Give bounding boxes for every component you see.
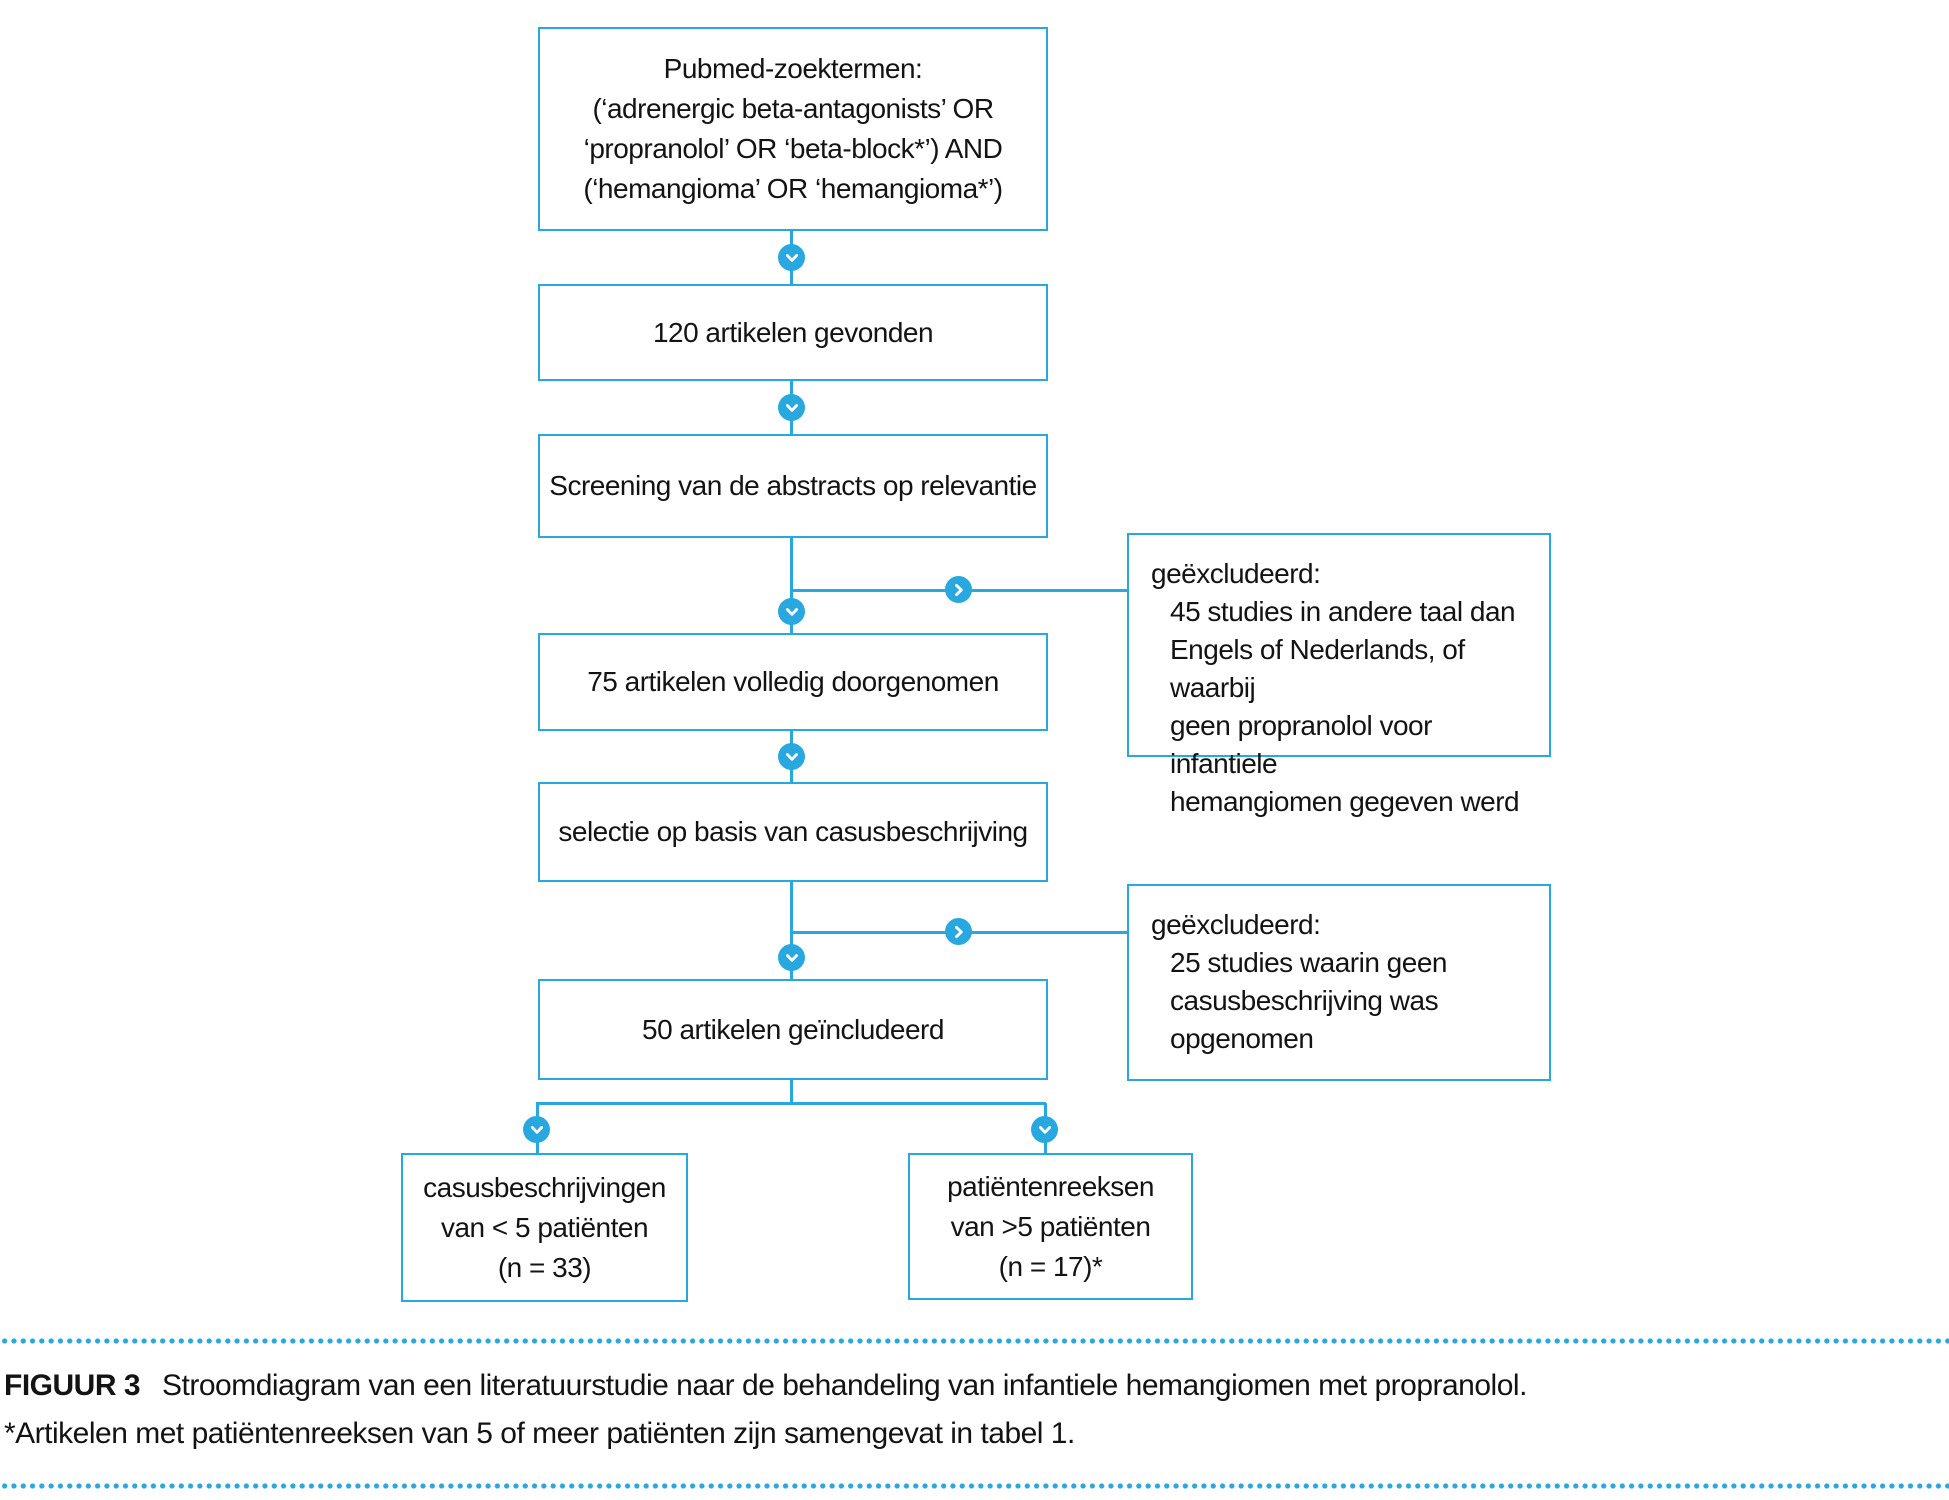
- figure-label: FIGUUR 3: [4, 1369, 141, 1402]
- connector-screening-to-fulltext: [790, 538, 793, 633]
- excluded-line: geen propranolol voor infantiele: [1170, 710, 1432, 779]
- chevron-down-icon: [778, 244, 805, 271]
- flow-box-label: 120 artikelen gevonden: [652, 316, 934, 348]
- chevron-down-icon: [778, 394, 805, 421]
- dotted-rule-bottom: [0, 1483, 1949, 1489]
- chevron-right-icon: [945, 576, 972, 603]
- flow-box-articles-included: 50 artikelen geïncludeerd: [538, 979, 1048, 1080]
- flow-box-line: van >5 patiënten: [950, 1210, 1151, 1242]
- excluded-line: 25 studies waarin geen: [1170, 947, 1447, 978]
- flow-box-label: Screening van de abstracts op relevantie: [549, 470, 1037, 501]
- chevron-down-icon: [523, 1116, 550, 1143]
- figure-caption: FIGUUR 3 Stroomdiagram van een literatuur…: [4, 1368, 1527, 1404]
- figure-footnote: *Artikelen met patiëntenreeksen van 5 of…: [4, 1416, 1075, 1452]
- excluded-line: hemangiomen gegeven werd: [1170, 786, 1520, 817]
- flow-box-line: (‘adrenergic beta-antagonists’ OR: [592, 93, 994, 124]
- excluded-title: geëxcludeerd:: [1151, 909, 1321, 940]
- flow-box-abstract-screening: Screening van de abstracts op relevantie: [538, 434, 1048, 538]
- flow-box-case-reports: casusbeschrijvingen van < 5 patiënten (n…: [401, 1153, 688, 1302]
- flow-box-line: (‘hemangioma’ OR ‘hemangioma*’): [583, 173, 1003, 204]
- flow-box-articles-found: 120 artikelen gevonden: [538, 284, 1048, 381]
- flow-box-line: ‘propranolol’ OR ‘beta-block*’) AND: [583, 133, 1003, 164]
- flow-box-line: van < 5 patiënten: [440, 1211, 649, 1243]
- excluded-line: casusbeschrijving was: [1170, 985, 1439, 1016]
- flow-box-case-selection: selectie op basis van casusbeschrijving: [538, 782, 1048, 882]
- flow-box-label: 75 artikelen volledig doorgenomen: [587, 666, 999, 697]
- chevron-down-icon: [778, 598, 805, 625]
- flow-box-excluded-no-case-description: geëxcludeerd: 25 studies waarin geen cas…: [1127, 884, 1551, 1081]
- flow-box-pubmed-search-terms: Pubmed-zoektermen: (‘adrenergic beta-ant…: [538, 27, 1048, 231]
- flow-box-line: Pubmed-zoektermen:: [663, 53, 923, 84]
- flow-box-line: patiëntenreeksen: [947, 1170, 1154, 1202]
- flow-box-line: (n = 17)*: [998, 1250, 1103, 1282]
- connector-included-to-split: [790, 1080, 793, 1103]
- excluded-line: opgenomen: [1170, 1023, 1314, 1054]
- flow-box-fulltext-review: 75 artikelen volledig doorgenomen: [538, 633, 1048, 731]
- chevron-down-icon: [778, 743, 805, 770]
- chevron-down-icon: [1031, 1116, 1058, 1143]
- flow-box-label: selectie op basis van casusbeschrijving: [558, 816, 1028, 847]
- figure-footnote-text: *Artikelen met patiëntenreeksen van 5 of…: [4, 1417, 1075, 1450]
- chevron-down-icon: [778, 944, 805, 971]
- excluded-line: Engels of Nederlands, of waarbij: [1170, 634, 1465, 703]
- flow-box-line: casusbeschrijvingen: [423, 1171, 666, 1203]
- excluded-title: geëxcludeerd:: [1151, 558, 1321, 589]
- flow-box-excluded-language: geëxcludeerd: 45 studies in andere taal …: [1127, 533, 1551, 817]
- flow-box-line: (n = 33): [497, 1251, 592, 1283]
- figure-caption-text: Stroomdiagram van een literatuurstudie n…: [162, 1369, 1527, 1402]
- flow-box-label: 50 artikelen geïncludeerd: [642, 1013, 944, 1045]
- excluded-line: 45 studies in andere taal dan: [1170, 596, 1516, 627]
- chevron-right-icon: [945, 918, 972, 945]
- connector-split-bar: [536, 1102, 1046, 1105]
- connector-selection-to-included: [790, 882, 793, 979]
- flow-box-patient-series: patiëntenreeksen van >5 patiënten (n = 1…: [908, 1153, 1193, 1300]
- dotted-rule-top: [0, 1338, 1949, 1344]
